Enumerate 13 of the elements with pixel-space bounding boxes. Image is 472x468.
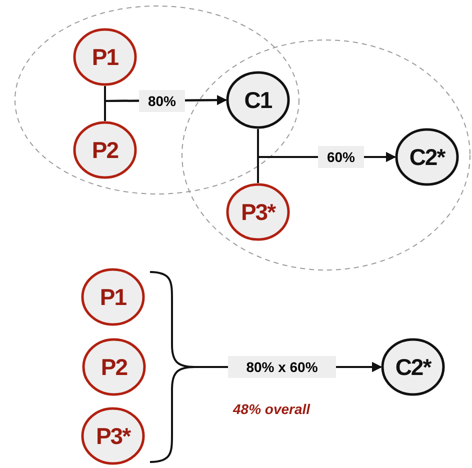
edge-label: 60% <box>318 146 364 168</box>
node-label: P3* <box>96 422 130 450</box>
node-label: P2 <box>92 136 118 164</box>
node-label: P1 <box>92 44 118 70</box>
note-text: 48% overall <box>233 401 310 417</box>
node-label: C1 <box>244 86 272 114</box>
node-label: P2 <box>100 354 128 380</box>
edge-label: 80% x 60% <box>228 356 336 378</box>
node-label: P3* <box>240 198 276 226</box>
node-label: P1 <box>100 284 126 310</box>
node-label: C2* <box>409 144 445 170</box>
edge-label: 80% <box>139 90 185 112</box>
node-label: C2* <box>395 354 431 380</box>
